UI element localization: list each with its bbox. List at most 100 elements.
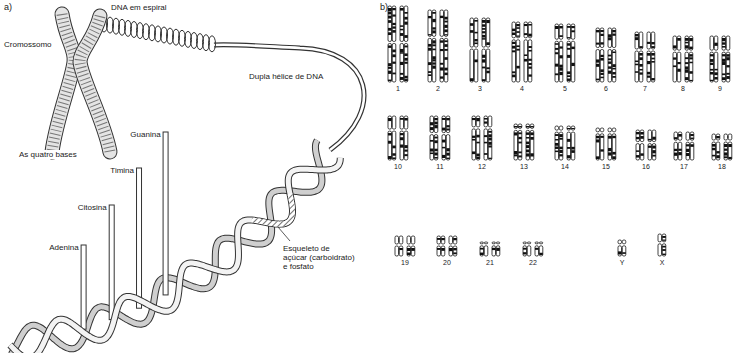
chromosome-band — [639, 53, 643, 56]
chromosome-band — [567, 75, 571, 77]
chromosome-band — [559, 150, 563, 153]
chromosome-band — [539, 253, 543, 255]
chromosome-band — [726, 54, 730, 57]
chromatid-arm — [388, 6, 392, 41]
chromosome-band — [639, 69, 643, 71]
chromosome-band — [635, 71, 639, 73]
chromosome-band — [724, 156, 728, 158]
chromatid-arm — [516, 22, 520, 38]
chromosome-band — [690, 138, 694, 140]
chromosome-band — [400, 25, 404, 27]
chromatid-arm — [411, 246, 415, 256]
chromosome-band — [685, 42, 689, 44]
chromosome-band — [689, 57, 693, 59]
chromatid-arm — [437, 246, 441, 256]
chromosome-band — [567, 26, 571, 28]
coil-turn — [209, 36, 216, 52]
chromosome-number: 21 — [486, 259, 494, 267]
chromosome-band — [518, 132, 522, 134]
chromosome-band — [647, 61, 651, 64]
chromosome-pair — [555, 24, 575, 82]
chromatid-arm — [539, 242, 543, 244]
chromosome-pair — [472, 116, 492, 160]
chromosome-band — [710, 63, 714, 65]
chromosome-band — [559, 68, 563, 71]
chromosome-band — [530, 153, 534, 156]
chromatid-arm — [392, 43, 396, 82]
chromosome-band — [512, 33, 516, 35]
chromosome-band — [400, 52, 404, 54]
chromosome-band — [434, 140, 438, 143]
chromosome-band — [635, 37, 639, 40]
chromosome-band — [673, 57, 677, 59]
karyotype — [388, 6, 732, 256]
chromosome-band — [432, 66, 436, 69]
chromosome-band — [608, 66, 612, 68]
chromatid-arm — [724, 134, 728, 140]
chromatid-arm — [441, 236, 445, 244]
chromatid-arm — [518, 124, 522, 128]
chromatid-arm — [712, 134, 716, 140]
chromosome-band — [596, 139, 600, 142]
chromosome-band — [388, 16, 392, 19]
chromatid-arm — [518, 130, 522, 160]
chromosome-band — [523, 248, 527, 250]
chromatid-arm — [728, 142, 732, 160]
chromatid-arm — [639, 51, 643, 82]
chromosome-band — [486, 42, 490, 45]
chromosome-band — [608, 55, 612, 57]
chromatid-arm — [399, 236, 403, 244]
chromosome-pair — [480, 242, 500, 256]
chromosome-band — [710, 72, 714, 75]
chromosome-band — [571, 63, 575, 66]
chromosome-band — [444, 40, 448, 42]
chromosome-band — [388, 67, 392, 69]
base-stick — [109, 205, 114, 320]
chromosome-band — [555, 48, 559, 50]
chromatid-arm — [400, 6, 404, 41]
chromosome-band — [518, 155, 522, 157]
chromosome-band — [526, 150, 530, 153]
chromosome-band — [635, 34, 639, 36]
chromosome-band — [559, 46, 563, 48]
chromosome-band — [726, 76, 730, 79]
chromatid-arm — [651, 51, 655, 82]
chromosome-pair — [428, 10, 448, 82]
chromatid-arm — [476, 116, 480, 127]
chromosome-band — [612, 152, 616, 155]
chromosome-band — [677, 38, 681, 41]
chromosome-band — [476, 118, 480, 121]
chromatid-arm — [689, 52, 693, 82]
chromosome-band — [612, 52, 616, 54]
chromatid-arm — [567, 126, 571, 130]
chromosome-band — [444, 49, 448, 51]
chromatid-arm — [512, 40, 516, 82]
chromosome-pair — [673, 36, 693, 82]
chromatid-arm — [559, 132, 563, 160]
chromatid-arm — [404, 131, 408, 160]
chromosome-band — [404, 58, 408, 61]
chromosome-band — [612, 156, 616, 159]
chromosome-band — [555, 52, 559, 54]
chromatid-arm — [437, 236, 441, 244]
chromosome-band — [516, 31, 520, 33]
chromosome-band — [596, 30, 600, 32]
chromosome-band — [596, 156, 600, 159]
chromatid-arm — [636, 130, 640, 142]
chromatid — [80, 16, 110, 152]
chromosome-band — [526, 145, 530, 148]
chromatid-arm — [600, 28, 604, 48]
chromatid-arm — [480, 242, 484, 244]
chromatid-arm — [567, 41, 571, 82]
chromatid-arm — [484, 246, 488, 256]
chromosome-band — [432, 62, 436, 64]
chromatid-arm — [388, 131, 392, 160]
chromatid-arm — [472, 116, 476, 127]
chromosome-band — [480, 248, 484, 250]
label: DNA em espiral — [110, 3, 168, 12]
chromatid-arm — [512, 22, 516, 38]
chromatid-arm — [524, 40, 528, 82]
chromatid-arm — [476, 129, 480, 160]
chromatid — [80, 16, 110, 152]
chromosome-band — [612, 68, 616, 70]
